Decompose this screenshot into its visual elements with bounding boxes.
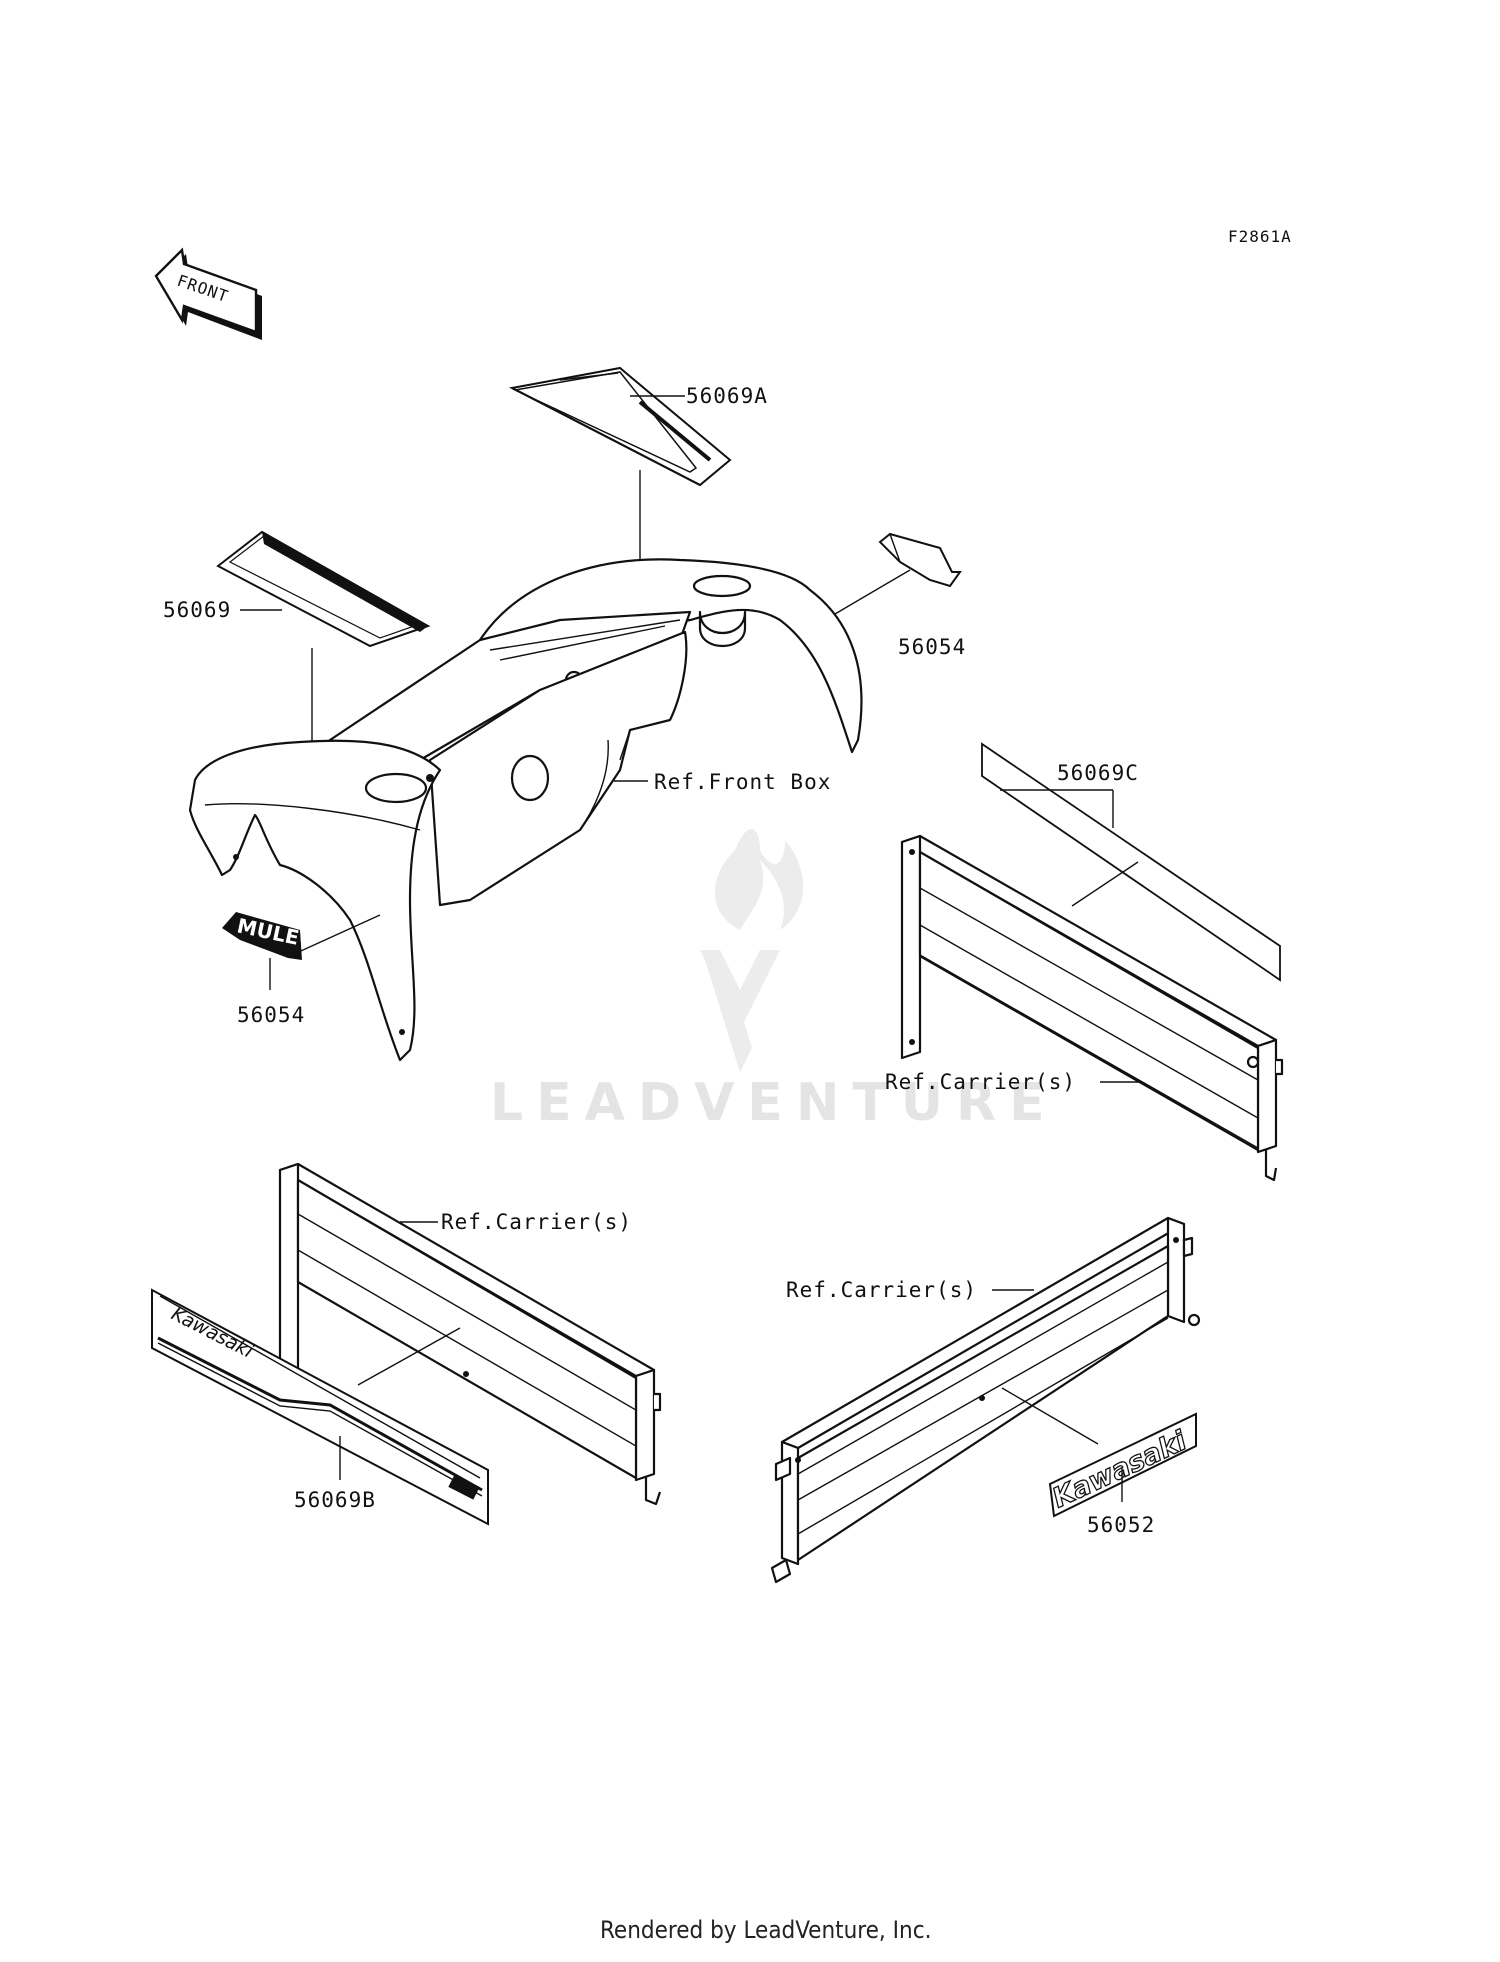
label-ref-front-box: Ref.Front Box <box>654 770 831 794</box>
decal-56069B: Kawasaki <box>151 1288 489 1526</box>
leader-56054-top <box>834 569 911 615</box>
label-56052: 56052 <box>1087 1513 1155 1537</box>
front-box-body <box>188 558 863 1062</box>
carrier-panel-left <box>278 1162 662 1506</box>
leader-56054-bottom <box>291 914 381 956</box>
decal-56069A <box>508 366 732 487</box>
label-56054-top: 56054 <box>898 635 966 659</box>
diagram-code: F2861A <box>1228 227 1292 246</box>
label-56069C: 56069C <box>1057 761 1139 785</box>
leader-56069B-diag <box>357 1327 461 1386</box>
footer-credit: Rendered by LeadVenture, Inc. <box>600 1916 931 1944</box>
front-arrow-icon: FRONT <box>154 247 262 340</box>
label-56069B: 56069B <box>294 1488 376 1512</box>
kawasaki-emblem-text: Kawasaki <box>1048 1425 1192 1514</box>
label-56054-bottom: 56054 <box>237 1003 305 1027</box>
leader-56052-diag <box>1001 1387 1099 1445</box>
label-ref-carrier-right: Ref.Carrier(s) <box>885 1070 1076 1094</box>
watermark-text: LEADVENTURE <box>490 1073 1058 1133</box>
leader-56069C-diag <box>1071 861 1139 907</box>
carrier-panel-bottom <box>770 1216 1201 1584</box>
decal-56069C <box>981 742 1281 982</box>
leadventure-watermark: LEADVENTURE <box>490 829 1058 1133</box>
carrier-panel-right <box>900 834 1284 1182</box>
label-ref-carrier-left: Ref.Carrier(s) <box>441 1210 632 1234</box>
label-ref-carrier-bottom: Ref.Carrier(s) <box>786 1278 977 1302</box>
decal-56069 <box>216 530 431 648</box>
decal-56054-top <box>878 532 962 588</box>
label-56069: 56069 <box>163 598 231 622</box>
label-56069A: 56069A <box>686 384 768 408</box>
decal-56054-mule-logo: MULE <box>222 912 302 960</box>
